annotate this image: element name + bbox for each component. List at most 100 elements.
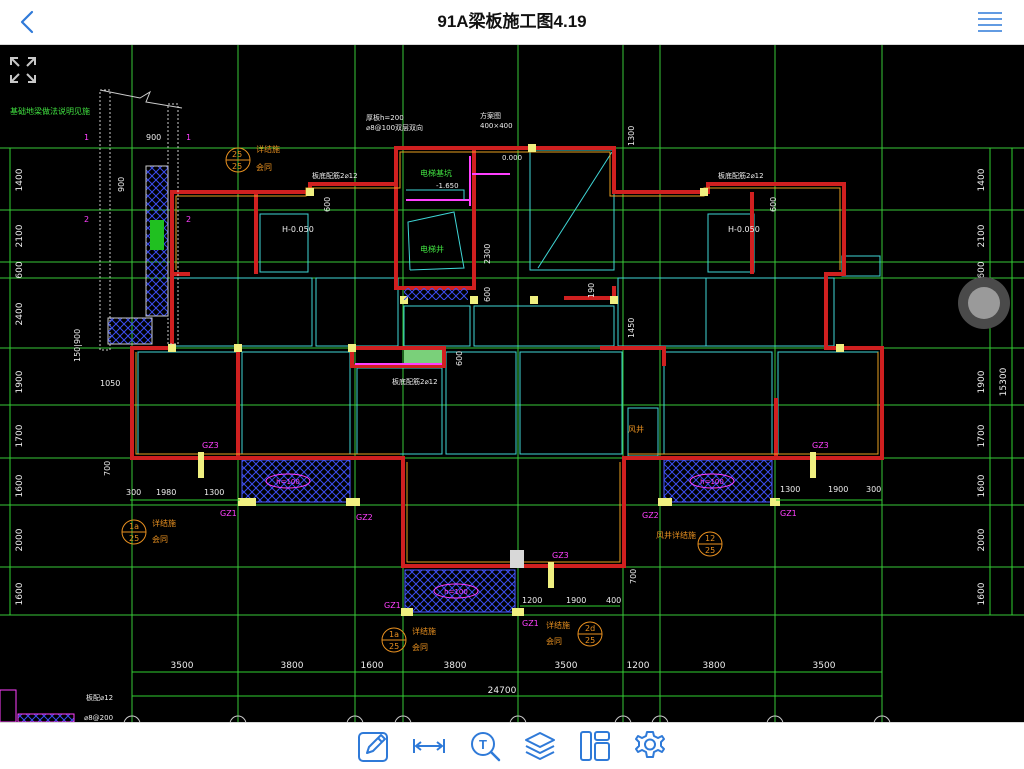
- dimension-label: 600: [977, 261, 987, 278]
- callout-number: 25: [705, 546, 715, 555]
- callout-text: 详结施: [256, 144, 280, 154]
- bottom-dimensions: 3500 3800 1600 3800 3500 1200 3800 3500 …: [171, 661, 836, 696]
- measure-icon[interactable]: [412, 729, 446, 763]
- callout-number: 25: [389, 642, 399, 651]
- dimension-label: 2000: [15, 528, 25, 551]
- column-label: GZ1: [384, 601, 401, 610]
- room-label: 电梯井: [420, 244, 444, 254]
- dimension-label: 1900: [15, 370, 25, 393]
- room-label: 电梯基坑: [420, 168, 452, 178]
- callout-text: 详结施: [152, 518, 176, 528]
- hatched-slabs: h=100 h=100 h=100: [241, 459, 773, 613]
- callout-number: 1a: [129, 522, 139, 531]
- column-label: GZ3: [812, 441, 829, 450]
- room-label: 风井: [628, 424, 644, 434]
- column-label: GZ2: [356, 513, 373, 522]
- edit-icon[interactable]: [357, 729, 391, 763]
- column-label: GZ1: [220, 509, 237, 518]
- dimension-label: 1400: [977, 168, 987, 191]
- elevation-label: 0.000: [502, 154, 522, 162]
- dimension-label: 1600: [977, 474, 987, 497]
- layout-icon[interactable]: [578, 729, 612, 763]
- note-text: 方案图: [480, 111, 501, 120]
- columns: [168, 144, 844, 616]
- dimension-label: 700: [629, 569, 638, 584]
- callout-text: 详结施: [412, 626, 436, 636]
- note-text: 板配⌀12: [86, 693, 113, 702]
- layers-icon[interactable]: [523, 729, 557, 763]
- corner-detail: [0, 689, 75, 722]
- hamburger-menu-icon[interactable]: [976, 10, 1004, 34]
- structural-beams: [130, 146, 884, 568]
- callout-number: 1a: [389, 630, 399, 639]
- dimension-label: 300: [126, 488, 141, 497]
- callout-text: 会同: [412, 642, 428, 652]
- dimension-label: 190: [587, 283, 596, 298]
- note-text: 板底配筋2⌀12: [312, 171, 358, 180]
- dimension-label: 600: [483, 287, 492, 302]
- dimension-label: 2100: [15, 224, 25, 247]
- assistive-touch-icon[interactable]: [958, 277, 1010, 329]
- chevron-left-icon[interactable]: [14, 8, 42, 36]
- cad-drawing-canvas[interactable]: h=100 h=100 h=100: [0, 45, 1024, 722]
- dimension-label: 700: [103, 461, 112, 476]
- top-navigation-bar: 91A梁板施工图4.19: [0, 0, 1024, 45]
- elevation-label: -1.650: [436, 182, 459, 190]
- left-wall-section: [99, 89, 183, 351]
- assistive-touch-inner: [968, 287, 1000, 319]
- callout-text: 详结施: [546, 620, 570, 630]
- elevator-annotations: [355, 156, 510, 365]
- column-label: GZ3: [202, 441, 219, 450]
- dimension-label: 1980: [156, 488, 176, 497]
- text-search-icon[interactable]: T: [468, 729, 502, 763]
- dimension-label: 1900: [566, 596, 586, 605]
- dimension-label: 3500: [813, 661, 836, 671]
- dimension-label: 1300: [627, 126, 636, 146]
- note-text: 板底配筋2⌀12: [718, 171, 764, 180]
- dimension-label: 3800: [444, 661, 467, 671]
- slab-label: h=100: [444, 588, 468, 596]
- section-mark: 1: [186, 133, 191, 142]
- dimension-label: 1700: [977, 424, 987, 447]
- interior-dimensions: 300 1980 1300 1300 1900 300 1200 1900 40…: [73, 111, 881, 722]
- svg-text:T: T: [479, 737, 487, 752]
- dimension-label: 2100: [977, 224, 987, 247]
- column-label: GZ1: [522, 619, 539, 628]
- dimension-label: 3500: [555, 661, 578, 671]
- total-dimension-label: 24700: [488, 686, 517, 696]
- callout-number: 25: [232, 150, 242, 159]
- callout-text: 会同: [546, 636, 562, 646]
- page-title: 91A梁板施工图4.19: [437, 12, 587, 31]
- callout-text: 风井详结施: [656, 530, 696, 540]
- note-text: 厚板h=200: [366, 113, 404, 122]
- callout-number: 12: [705, 534, 715, 543]
- column-labels: GZ3 GZ3 GZ3 GZ1 GZ2 GZ2 GZ1 GZ1 GZ1 1 2 …: [84, 133, 829, 628]
- cad-drawing[interactable]: h=100 h=100 h=100: [0, 45, 1024, 722]
- dimension-label: 1400: [15, 168, 25, 191]
- dimension-label: 900: [117, 177, 126, 192]
- dimension-label: 1600: [977, 582, 987, 605]
- dimension-label: 3500: [171, 661, 194, 671]
- callout-number: 2d: [585, 624, 595, 633]
- dimension-label: 1300: [204, 488, 224, 497]
- dimension-label: 2000: [977, 528, 987, 551]
- callout-number: 25: [129, 534, 139, 543]
- bottom-toolbar: T: [0, 722, 1024, 769]
- dimension-label: 600: [455, 351, 464, 366]
- dimension-label: 1200: [627, 661, 650, 671]
- fullscreen-expand-icon[interactable]: [8, 55, 38, 85]
- callout-text: 会同: [152, 534, 168, 544]
- dimension-label: 600: [15, 261, 25, 278]
- total-dimension-label: 15300: [999, 367, 1009, 396]
- dimension-label: 1700: [15, 424, 25, 447]
- callout-number: 25: [585, 636, 595, 645]
- dimension-label: 1900: [828, 485, 848, 494]
- note-text: 基础地梁做法说明见施: [10, 106, 90, 116]
- dimension-label: 1600: [15, 582, 25, 605]
- green-notes: 基础地梁做法说明见施 电梯井 电梯基坑: [10, 106, 452, 254]
- dimension-label: 1050: [100, 379, 120, 388]
- detail-callout-text: 25 25 详结施 会同 1a 25 详结施 会同 1a 25 详结施 会同 2…: [129, 144, 715, 652]
- dimension-label: 900: [146, 133, 161, 142]
- elevation-label: H-0.050: [728, 225, 760, 234]
- settings-icon[interactable]: [633, 729, 667, 763]
